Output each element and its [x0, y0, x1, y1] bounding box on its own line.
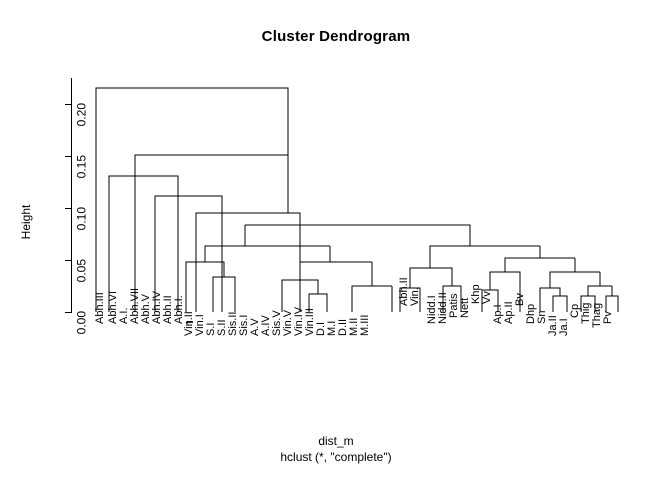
leaf-label: Ja.I: [558, 318, 570, 336]
y-axis-tick: [65, 208, 71, 209]
x-axis-label: dist_m: [318, 434, 354, 448]
y-axis-tick: [65, 260, 71, 261]
leaf-label: Pv: [602, 311, 614, 324]
leaf-label: Vv: [481, 291, 493, 304]
leaf-label: Vin.: [409, 287, 421, 306]
page-title: Cluster Dendrogram: [261, 28, 411, 45]
y-axis-tick: [65, 104, 71, 105]
x-axis-sublabel: hclust (*, "complete"): [280, 450, 392, 464]
leaf-label: Abh.III: [94, 292, 106, 324]
y-axis-line: [71, 78, 72, 313]
leaf-label: M.III: [359, 314, 371, 336]
y-axis-tick: [65, 312, 71, 313]
y-axis-tick: [65, 156, 71, 157]
